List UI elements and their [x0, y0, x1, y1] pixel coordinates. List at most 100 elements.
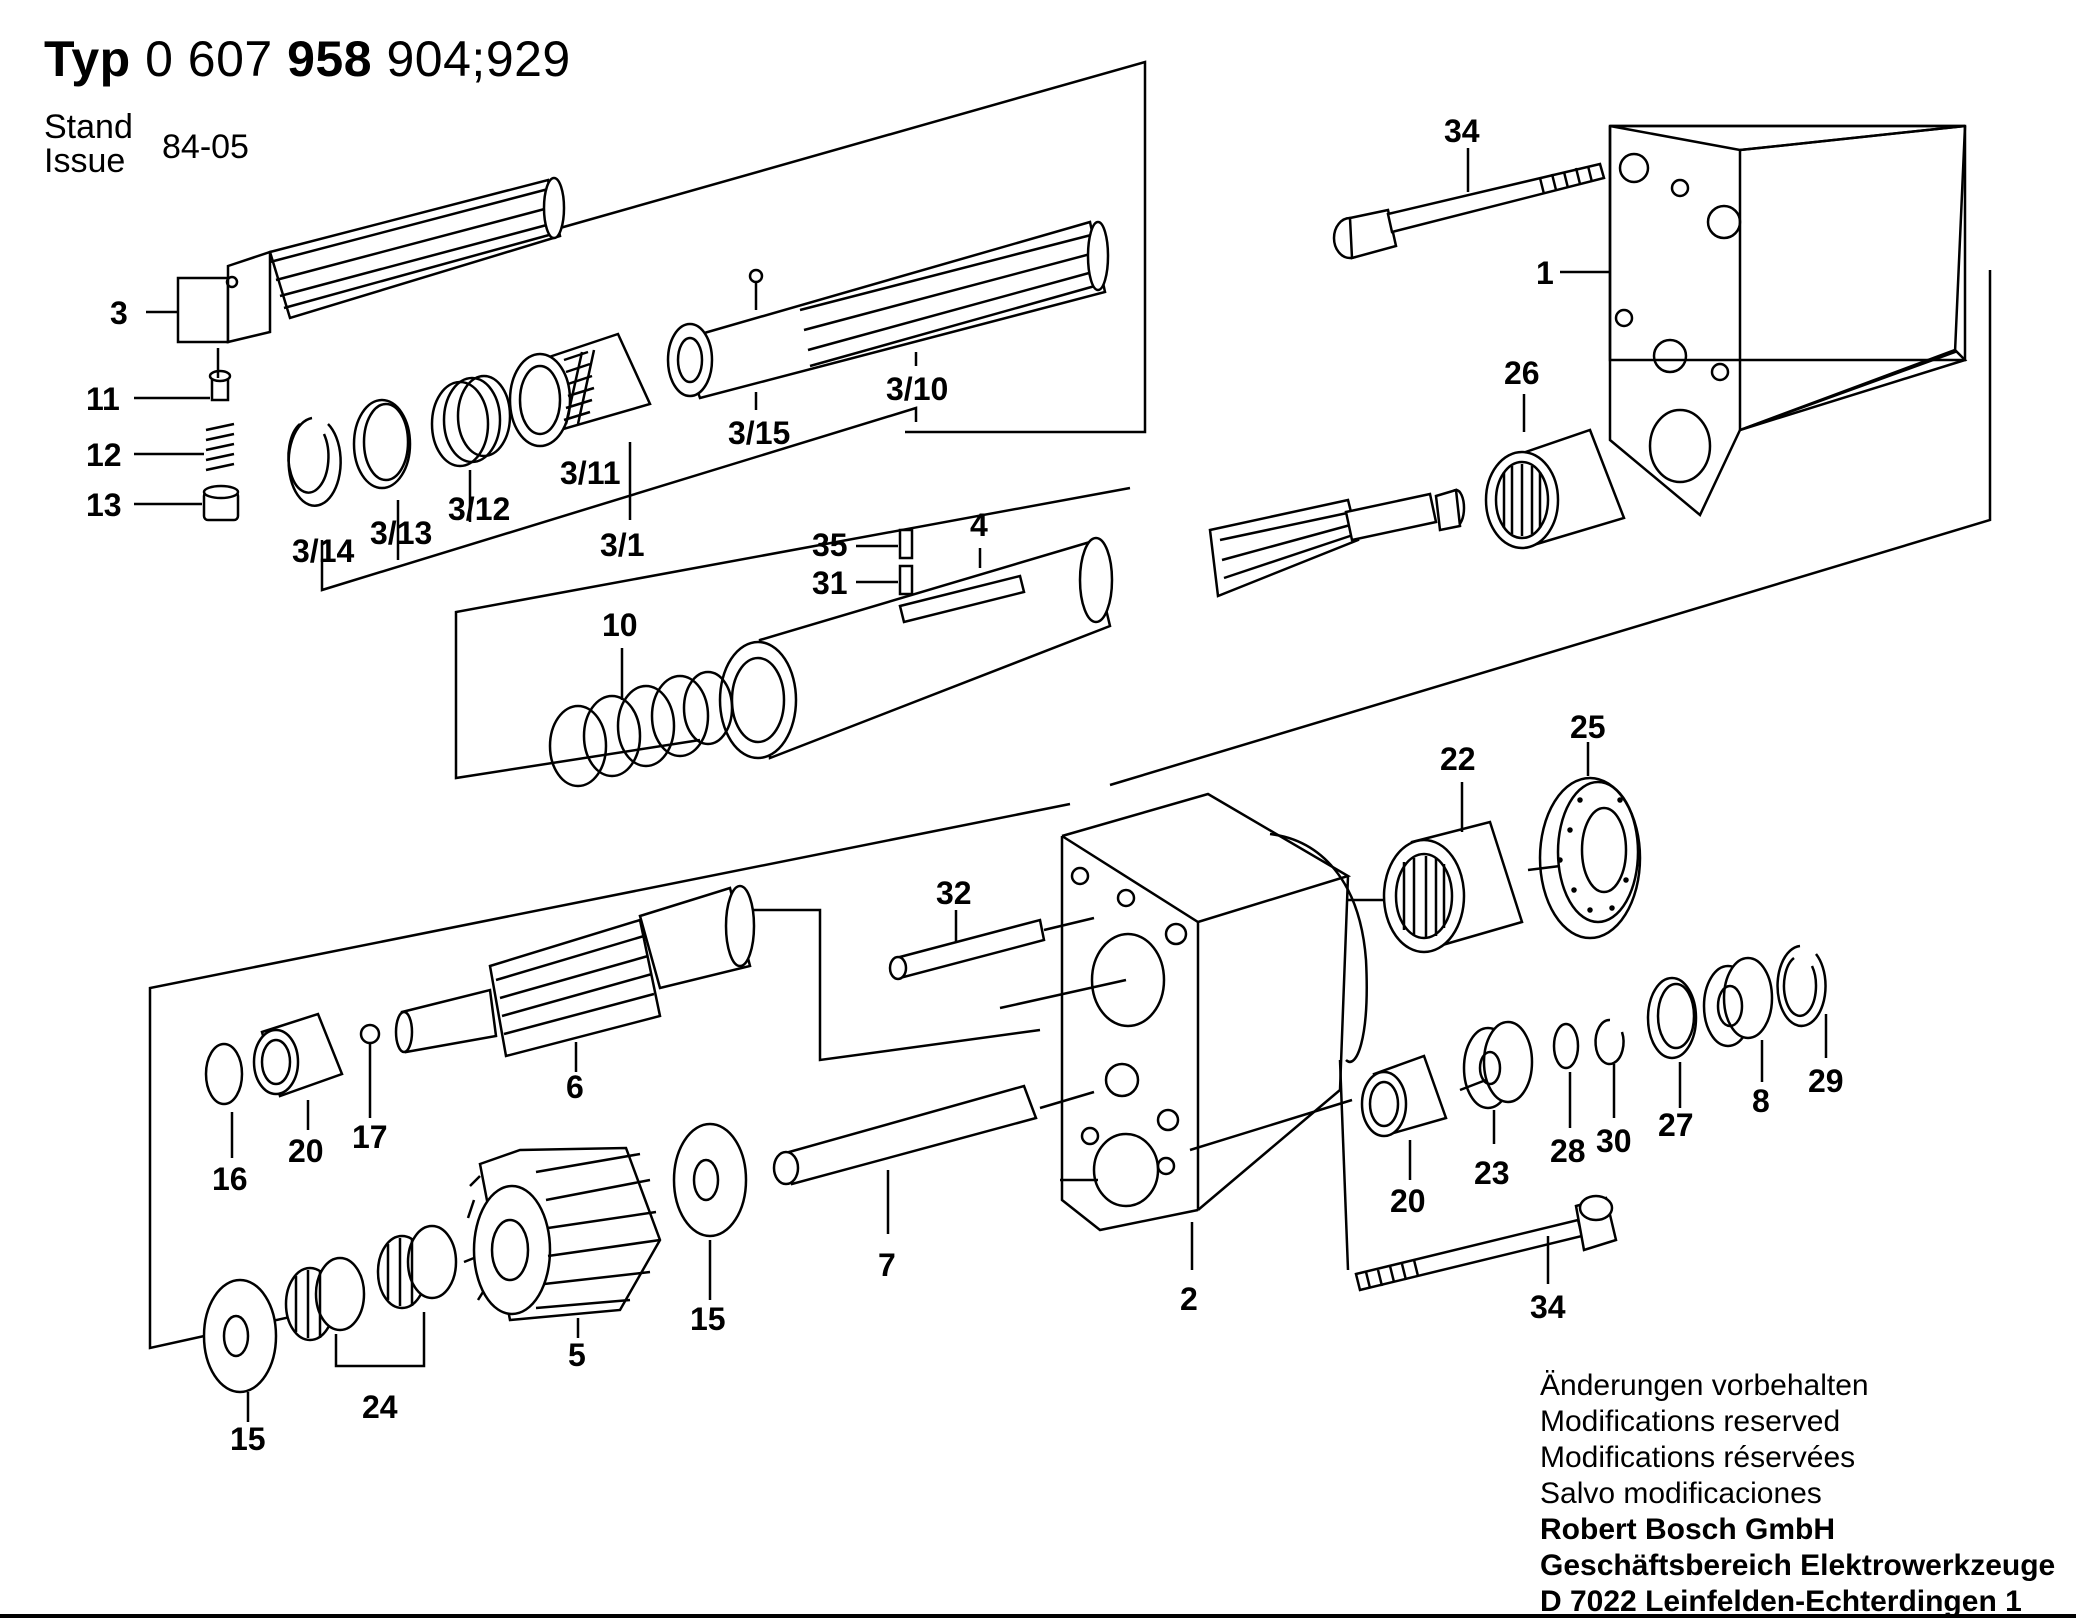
label-25: 25 [1570, 709, 1606, 745]
part-15-washer-left [202, 1278, 278, 1422]
frame-group-3 [559, 60, 1147, 434]
label-15-left: 15 [230, 1421, 266, 1457]
part-10-spring [548, 648, 734, 788]
label-26: 26 [1504, 355, 1540, 391]
stand-issue-label: Stand Issue [44, 110, 133, 178]
part-31-pin [898, 564, 914, 596]
footer-line-fr: Modifications réservées [1540, 1441, 1856, 1474]
part-1-housing [1109, 124, 1992, 787]
part-22-needle-bearing [1346, 782, 1524, 954]
part-27-ring [1646, 976, 1698, 1108]
part-7-shaft [772, 1084, 1095, 1234]
label-3-1: 3/1 [600, 527, 644, 563]
footer-line-de: Änderungen vorbehalten [1540, 1369, 1869, 1402]
label-31: 31 [812, 565, 848, 601]
footer-line-es: Salvo modificaciones [1540, 1477, 1822, 1510]
part-30-circlip [1594, 1018, 1625, 1118]
part-3-10-spline-shaft [666, 220, 1110, 400]
footer-address: D 7022 Leinfelden-Echterdingen 1 [1540, 1585, 2022, 1618]
label-24: 24 [362, 1389, 398, 1425]
type-heading: Typ 0 607 958 904;929 [44, 30, 571, 88]
part-labels: 34 1 3 11 12 13 3/14 3/13 3/12 3/11 3/1 … [86, 113, 1844, 1457]
issue-label: Issue [44, 142, 126, 180]
typ-number-d: 929 [485, 31, 571, 87]
footer-company: Robert Bosch GmbH [1540, 1513, 1836, 1546]
label-23: 23 [1474, 1155, 1510, 1191]
label-8: 8 [1752, 1083, 1770, 1119]
typ-separator: ; [471, 31, 486, 87]
part-20-needle-bearing-right [1360, 1054, 1448, 1180]
label-3-12: 3/12 [448, 491, 510, 527]
label-16: 16 [212, 1161, 248, 1197]
label-15-right: 15 [690, 1301, 726, 1337]
label-10: 10 [602, 607, 638, 643]
label-3-15: 3/15 [728, 415, 790, 451]
part-3-14-circlip [287, 416, 342, 507]
part-35-pin [898, 528, 914, 560]
part-17-ball [359, 1023, 381, 1118]
label-32: 32 [936, 875, 972, 911]
group-3-leaders [134, 310, 918, 592]
part-24-needle-cages [284, 1224, 458, 1368]
label-29: 29 [1808, 1063, 1844, 1099]
label-34-top: 34 [1444, 113, 1480, 149]
label-5: 5 [568, 1337, 586, 1373]
part-3-13-ring [352, 398, 412, 490]
part-11-pin [208, 369, 232, 402]
part-34-screw-top [1332, 148, 1610, 274]
label-22: 22 [1440, 741, 1476, 777]
footer-notice: Änderungen vorbehalten Modifications res… [1540, 1368, 2055, 1620]
label-11: 11 [86, 381, 120, 417]
part-23-bearing [1462, 1020, 1534, 1144]
part-5-gear [463, 1146, 662, 1338]
part-2-housing [1060, 792, 1368, 1270]
stand-label: Stand [44, 108, 133, 146]
label-20-left: 20 [288, 1133, 324, 1169]
typ-word: Typ [44, 31, 131, 87]
part-20-needle-bearing-left [252, 1012, 344, 1130]
label-35: 35 [812, 527, 848, 563]
label-1: 1 [1536, 255, 1554, 291]
part-12-spring [205, 422, 235, 472]
typ-number-b: 958 [287, 31, 373, 87]
part-16-cap [204, 1042, 244, 1158]
part-26-needle-bearing [1484, 394, 1626, 550]
part-28-washer [1552, 1022, 1580, 1128]
part-3-11-sleeve [508, 332, 652, 448]
label-17: 17 [352, 1119, 388, 1155]
footer-division: Geschäftsbereich Elektrowerkzeuge [1540, 1549, 2056, 1582]
label-3-14: 3/14 [292, 533, 354, 569]
footer-line-en: Modifications reserved [1540, 1405, 1841, 1438]
label-30: 30 [1596, 1123, 1632, 1159]
part-3-12-spring [430, 374, 512, 468]
label-34-bottom: 34 [1530, 1289, 1566, 1325]
part-34-screw-bottom [1338, 1059, 1618, 1292]
label-3-11: 3/11 [560, 455, 621, 491]
part-32-pin [888, 910, 1095, 981]
typ-number-a: 0 607 [145, 31, 273, 87]
part-15-washer-right [672, 1122, 748, 1300]
label-20-right: 20 [1390, 1183, 1426, 1219]
typ-number-c: 904 [386, 31, 472, 87]
part-25-seal [1527, 742, 1642, 940]
axis-line-right [1459, 1078, 1487, 1092]
part-8-bushing [1702, 956, 1774, 1082]
bottom-rule [0, 1614, 2076, 1618]
part-13-cap [202, 484, 240, 522]
label-13: 13 [86, 487, 122, 523]
label-4: 4 [970, 507, 988, 543]
part-3-spindle [176, 176, 566, 344]
leaders-35-31 [856, 544, 898, 584]
label-12: 12 [86, 437, 122, 473]
label-27: 27 [1658, 1107, 1694, 1143]
label-3-13: 3/13 [370, 515, 432, 551]
frame-group-4 [454, 486, 1131, 780]
issue-value: 84-05 [162, 128, 249, 166]
part-29-circlip [1776, 944, 1828, 1058]
label-6: 6 [566, 1069, 584, 1105]
label-3-10: 3/10 [886, 371, 948, 407]
label-7: 7 [878, 1247, 896, 1283]
label-3: 3 [110, 295, 128, 331]
part-6-pinion-shaft [394, 884, 1127, 1072]
